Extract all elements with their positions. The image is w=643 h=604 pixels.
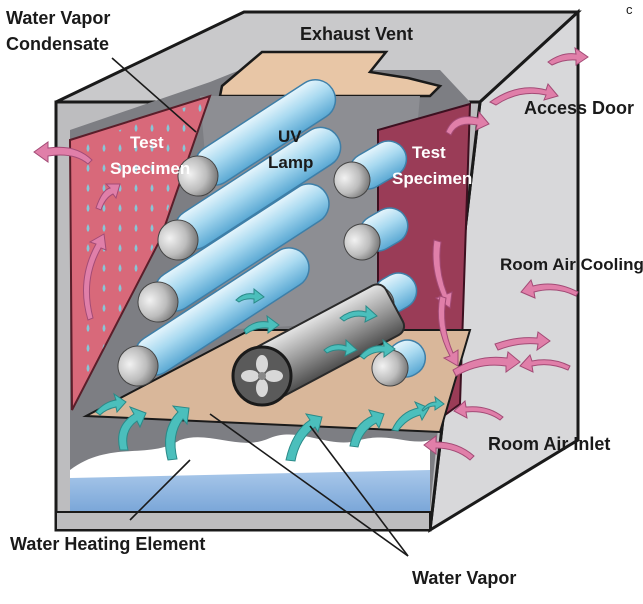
label-water-vapor: Water Vapor [412, 568, 516, 588]
water-vapor-arrows [95, 287, 445, 462]
condensate-droplets [74, 100, 206, 402]
water-reservoir [70, 470, 430, 512]
label-uv-lamp-2: Lamp [268, 153, 313, 172]
label-room-air-inlet: Room Air Inlet [488, 434, 610, 454]
label-test-specimen-right-1: Test [412, 143, 446, 162]
fan-icon [241, 355, 283, 397]
cabinet-bottom-lip [55, 511, 431, 531]
label-water-heating-element: Water Heating Element [10, 534, 205, 554]
label-water-vapor-condensate-2: Condensate [6, 34, 109, 54]
uv-lamps-left [117, 79, 342, 387]
corner-mark: c [626, 2, 633, 17]
room-air-arrows [33, 46, 589, 461]
label-access-door: Access Door [524, 98, 634, 118]
label-water-vapor-condensate-1: Water Vapor [6, 8, 110, 28]
label-test-specimen-left-2: Specimen [110, 159, 190, 178]
label-test-specimen-left-1: Test [130, 133, 164, 152]
label-room-air-cooling: Room Air Cooling [500, 255, 643, 274]
label-exhaust-vent: Exhaust Vent [300, 24, 413, 44]
leader-lines [111, 57, 409, 557]
label-test-specimen-right-2: Specimen [392, 169, 472, 188]
label-uv-lamp-1: UV [278, 127, 302, 146]
steam-cloud [70, 434, 430, 480]
